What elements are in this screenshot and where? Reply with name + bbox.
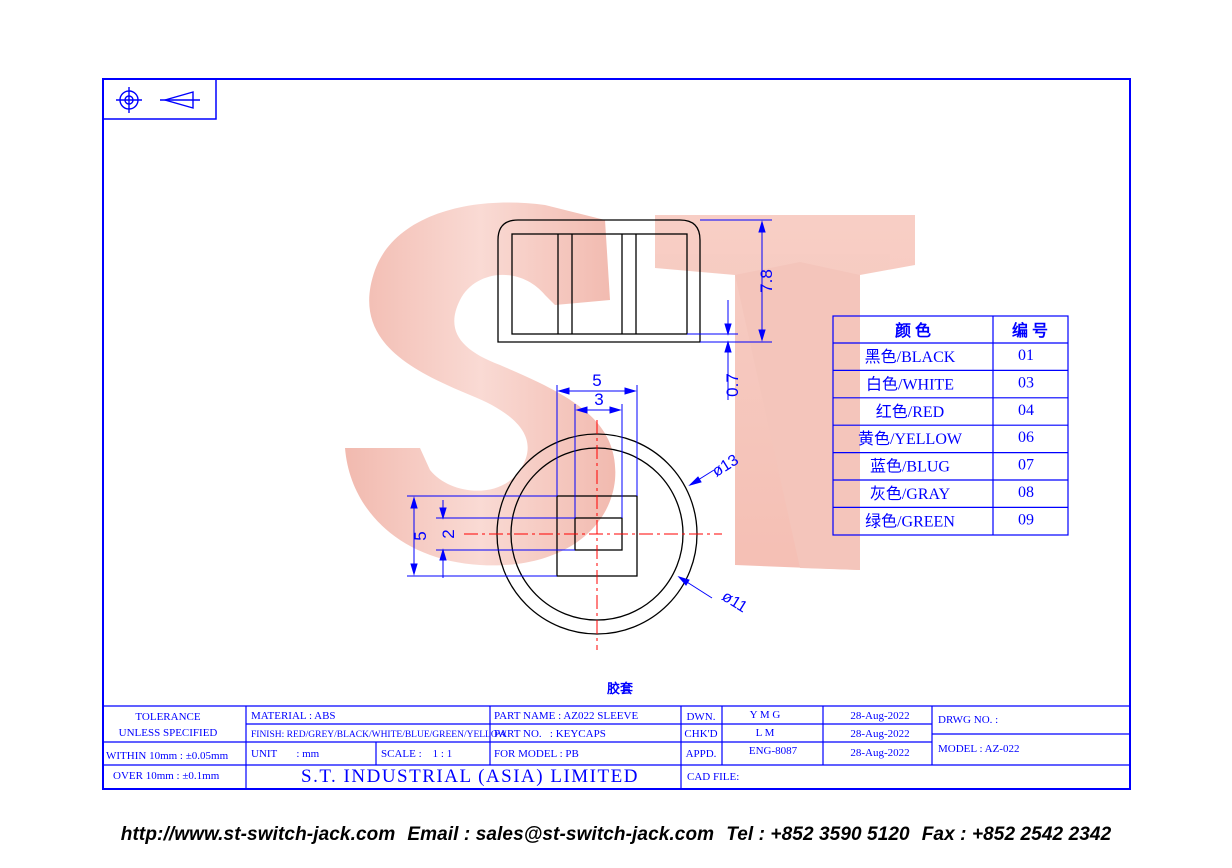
- sleeve-side-view: [497, 219, 701, 343]
- company-name: S.T. INDUSTRIAL (ASIA) LIMITED: [301, 766, 639, 787]
- tel-text: Tel : +852 3590 5120: [726, 824, 910, 845]
- projection-symbol-box: [102, 78, 217, 120]
- color-table-code: 08: [1018, 484, 1034, 501]
- logo-t-depth: [735, 262, 860, 570]
- color-table-header-color: 颜 色: [895, 321, 931, 340]
- color-table-name: 白色/WHITE: [866, 375, 954, 393]
- color-table-code: 04: [1018, 402, 1034, 419]
- unit-label: UNIT : mm: [251, 748, 320, 760]
- dim-gap-label: 0.7: [723, 373, 742, 397]
- unless-label: UNLESS SPECIFIED: [119, 727, 218, 739]
- part-name-label: PART NAME : AZ022 SLEEVE: [494, 710, 638, 722]
- truncated-cone-icon: [160, 91, 200, 109]
- st-logo-watermark: [345, 202, 915, 570]
- color-table-name: 蓝色/BLUG: [870, 458, 950, 476]
- dim-width-outer-label: 5: [592, 371, 601, 390]
- color-table-code: 06: [1018, 429, 1034, 446]
- dwn-label: DWN.: [686, 711, 715, 723]
- title-block: [103, 705, 1130, 789]
- drawing-title-cn: 胶套: [607, 681, 634, 697]
- website-link[interactable]: http://www.st-switch-jack.com: [120, 824, 396, 845]
- title-block-text: TOLERANCE UNLESS SPECIFIED WITHIN 10mm :…: [106, 709, 1019, 787]
- dim-height-label: 7.8: [757, 269, 776, 293]
- for-model-label: FOR MODEL : PB: [494, 748, 579, 760]
- material-label: MATERIAL : ABS: [251, 710, 336, 722]
- color-table: 黑色/BLACK 01 白色/WHITE 03 红色/RED 04 黄色/YELLOW 06 蓝…: [832, 315, 1069, 536]
- center-lines: [464, 420, 722, 650]
- dim-dia-inner-label: ø11: [719, 588, 750, 616]
- color-table-code: 01: [1018, 347, 1034, 364]
- dim-vertical-inner-label: 2: [439, 529, 458, 538]
- model-label: MODEL : AZ-022: [938, 743, 1019, 755]
- color-table-name: 红色/RED: [876, 403, 944, 421]
- color-table-code: 03: [1018, 374, 1034, 391]
- dwn-value: Y M G: [750, 709, 781, 721]
- color-table-code: 07: [1018, 457, 1034, 474]
- chkd-value: L M: [756, 727, 775, 739]
- color-table-header-code: 编 号: [1012, 321, 1048, 340]
- sheet-border: [102, 78, 1131, 790]
- scale-label: SCALE : 1 : 1: [381, 748, 452, 760]
- drwg-no-label: DRWG NO. :: [938, 714, 998, 726]
- date-appd: 28-Aug-2022: [850, 747, 909, 759]
- color-table-name: 黄色/YELLOW: [858, 430, 963, 448]
- cad-file-label: CAD FILE:: [687, 771, 739, 783]
- dim-vertical-outer-label: 5: [411, 531, 430, 540]
- logo-letter-s: [345, 202, 616, 566]
- color-table-code: 09: [1018, 511, 1034, 528]
- concentric-circles-icon: [116, 87, 142, 113]
- drawing-sheet: 7.8 0.7: [102, 78, 1131, 790]
- part-no-label: PART NO. : KEYCAPS: [494, 728, 606, 740]
- dim-width-inner-label: 3: [594, 390, 603, 409]
- color-table-name: 绿色/GREEN: [865, 512, 955, 530]
- appd-value: ENG-8087: [749, 745, 798, 757]
- appd-label: APPD.: [686, 748, 717, 760]
- date-chkd: 28-Aug-2022: [850, 728, 909, 740]
- color-table-name: 黑色/BLACK: [865, 348, 956, 366]
- over-label: OVER 10mm : ±0.1mm: [113, 770, 220, 782]
- dim-height: [687, 219, 772, 400]
- fax-text: Fax : +852 2542 2342: [921, 824, 1112, 845]
- within-label: WITHIN 10mm : ±0.05mm: [106, 750, 229, 762]
- date-dwn: 28-Aug-2022: [850, 710, 909, 722]
- chkd-label: CHK'D: [684, 728, 717, 740]
- color-table-name: 灰色/GRAY: [870, 485, 951, 503]
- tolerance-label: TOLERANCE: [135, 711, 200, 723]
- contact-footer: http://www.st-switch-jack.com Email : sal…: [0, 824, 1232, 860]
- finish-label: FINISH: RED/GREY/BLACK/WHITE/BLUE/GREEN/…: [251, 730, 507, 740]
- dim-width: [407, 385, 715, 599]
- email-text[interactable]: Email : sales@st-switch-jack.com: [407, 824, 715, 845]
